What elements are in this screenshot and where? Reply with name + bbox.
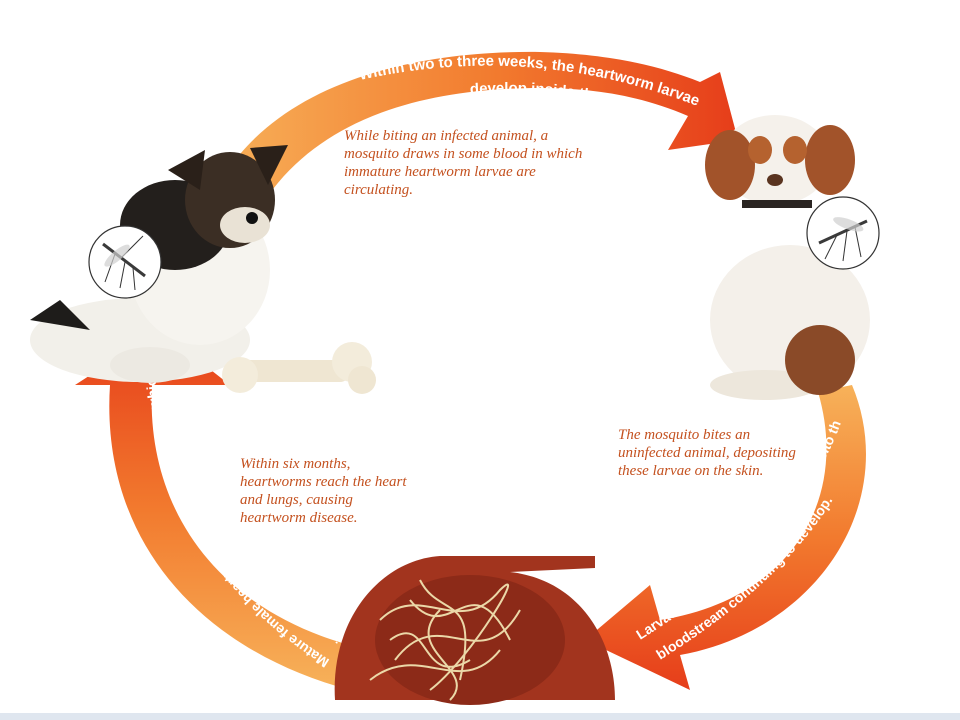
caption-biting: While biting an infected animal, a mosqu…	[344, 128, 583, 198]
bottom-border	[0, 713, 960, 720]
mosquito-icon	[806, 196, 880, 270]
dog-spaniel-icon	[705, 115, 870, 400]
bone-icon	[222, 342, 376, 394]
arrow-left	[75, 330, 370, 690]
mosquito-icon	[88, 225, 162, 299]
arrow-top	[205, 51, 738, 230]
arrow-right	[585, 385, 866, 690]
heart-worms-icon	[334, 556, 615, 705]
caption-bites: The mosquito bites an uninfected animal,…	[618, 427, 796, 479]
caption-six-months: Within six months, heartworms reach the …	[240, 456, 407, 526]
